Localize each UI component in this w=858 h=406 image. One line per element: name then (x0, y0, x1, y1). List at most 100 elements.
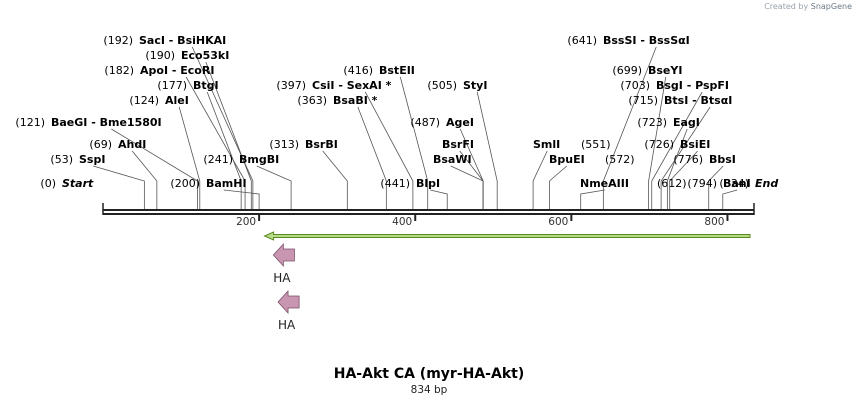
site-leader-line (399, 76, 429, 209)
restriction-site-label: (200) BamHI (170, 177, 246, 190)
site-position: (363) (297, 94, 327, 107)
site-position: (551) (581, 138, 611, 151)
site-name: BtgI (193, 79, 219, 92)
restriction-site-label: (641)BssSI - BssSαI (567, 34, 689, 47)
site-name: BsiEI (680, 138, 710, 151)
site-name: NmeAIII (580, 177, 629, 190)
sequence-length: 834 bp (410, 384, 448, 396)
site-position: (487) (410, 116, 440, 129)
ruler-tick-label: 400 (392, 216, 412, 228)
orf-arrow (263, 231, 751, 241)
site-position: (182) (104, 64, 134, 77)
ha-feature-arrow (277, 289, 300, 315)
site-leader-line (549, 165, 568, 209)
ruler-tick-label: 200 (236, 216, 256, 228)
ha-feature-label: HA (278, 318, 296, 332)
site-name: BamHI (206, 177, 247, 190)
restriction-site-label: (69)AhdI (89, 138, 146, 151)
site-leader-line (532, 150, 548, 209)
site-leader-line (111, 128, 198, 209)
restriction-site-label: (776) BbsI (673, 153, 736, 166)
site-name: BsrBI (305, 138, 338, 151)
site-leader-line (364, 91, 414, 209)
site-position: (612) (657, 177, 687, 190)
site-position: (794) (687, 177, 717, 190)
site-leader-line (602, 46, 657, 209)
restriction-site-label: (699) BseYI (612, 64, 682, 77)
site-position: (69) (89, 138, 112, 151)
site-name: ApoI - EcoRI (140, 64, 214, 77)
site-position: (0) (40, 177, 56, 190)
restriction-site-label: (241) BmgBI (203, 153, 279, 166)
site-name: BsgI - PspFI (656, 79, 729, 92)
site-position: (53) (50, 153, 73, 166)
site-name: BbsI (709, 153, 736, 166)
site-name: CsiI - SexAI * (312, 79, 392, 92)
site-name: BsaWI (433, 153, 472, 166)
restriction-site-label: (572) (605, 153, 635, 166)
map-title: HA-Akt CA (myr-HA-Akt) (333, 366, 525, 382)
site-leader-line (722, 189, 738, 209)
site-leader-line (256, 165, 292, 209)
restriction-site-label: NmeAIII (580, 177, 629, 190)
site-name: BsaBI * (333, 94, 378, 107)
site-position: (241) (203, 153, 233, 166)
site-position: (200) (170, 177, 200, 190)
site-position: (723) (637, 116, 667, 129)
restriction-site-label: BsrFI (442, 138, 474, 151)
site-position: (121) (15, 116, 45, 129)
restriction-site-label: (0) Start (40, 177, 94, 190)
restriction-site-label: (834)End (719, 177, 778, 190)
site-leader-line (660, 106, 711, 209)
site-leader-line (450, 165, 484, 209)
site-name: BseYI (648, 64, 682, 77)
restriction-site-label: (726)BsiEI (644, 138, 710, 151)
restriction-site-label: (715) BtsI - BtsαI (628, 94, 732, 107)
site-position: (834) (719, 177, 749, 190)
snapgene-brand: SnapGene (810, 2, 852, 11)
restriction-site-label: (53) SspI (50, 153, 105, 166)
site-labels: (0) Start (53) SspI (69)AhdI (121) BaeGI - Bme… (15, 34, 778, 190)
restriction-site-label: BsaWI (433, 153, 472, 166)
restriction-site-label: (192) SacI - BsiHKAI (103, 34, 226, 47)
site-name: SacI - BsiHKAI (139, 34, 226, 47)
site-name: BaeGI - Bme1580I (51, 116, 162, 129)
restriction-site-label: (190)Eco53kI (145, 49, 229, 62)
restriction-site-label: (397) CsiI - SexAI * (276, 79, 391, 92)
site-name: BtsI - BtsαI (664, 94, 732, 107)
site-name: SmlI (533, 138, 560, 151)
site-leader-line (206, 91, 242, 209)
site-name: BmgBI (239, 153, 279, 166)
site-position: (699) (612, 64, 642, 77)
site-position: (190) (145, 49, 175, 62)
site-position: (776) (673, 153, 703, 166)
site-leader-line (131, 150, 158, 209)
restriction-site-label: (441) BlpI (380, 177, 440, 190)
site-leader-line (322, 150, 348, 209)
site-leaders (93, 46, 738, 209)
site-leader-line (205, 61, 252, 209)
site-name: BssSI - BssSαI (603, 34, 690, 47)
site-name: Start (62, 177, 94, 190)
site-leader-line (708, 165, 724, 209)
site-leader-line (580, 189, 605, 209)
site-name: SspI (79, 153, 105, 166)
site-position: (441) (380, 177, 410, 190)
site-position: (192) (103, 34, 133, 47)
site-position: (397) (276, 79, 306, 92)
site-position: (505) (427, 79, 457, 92)
credit-prefix: Created by (764, 2, 809, 11)
restriction-site-label: (551) (581, 138, 611, 151)
ruler-tick-label: 600 (548, 216, 568, 228)
restriction-site-label: BpuEI (549, 153, 585, 166)
site-name: BlpI (416, 177, 440, 190)
site-position: (572) (605, 153, 635, 166)
site-leader-line (476, 91, 498, 209)
site-leader-line (185, 76, 246, 209)
site-name: AgeI (446, 116, 474, 129)
restriction-site-label: SmlI (533, 138, 560, 151)
restriction-site-label: (723)EagI (637, 116, 700, 129)
site-position: (715) (628, 94, 658, 107)
